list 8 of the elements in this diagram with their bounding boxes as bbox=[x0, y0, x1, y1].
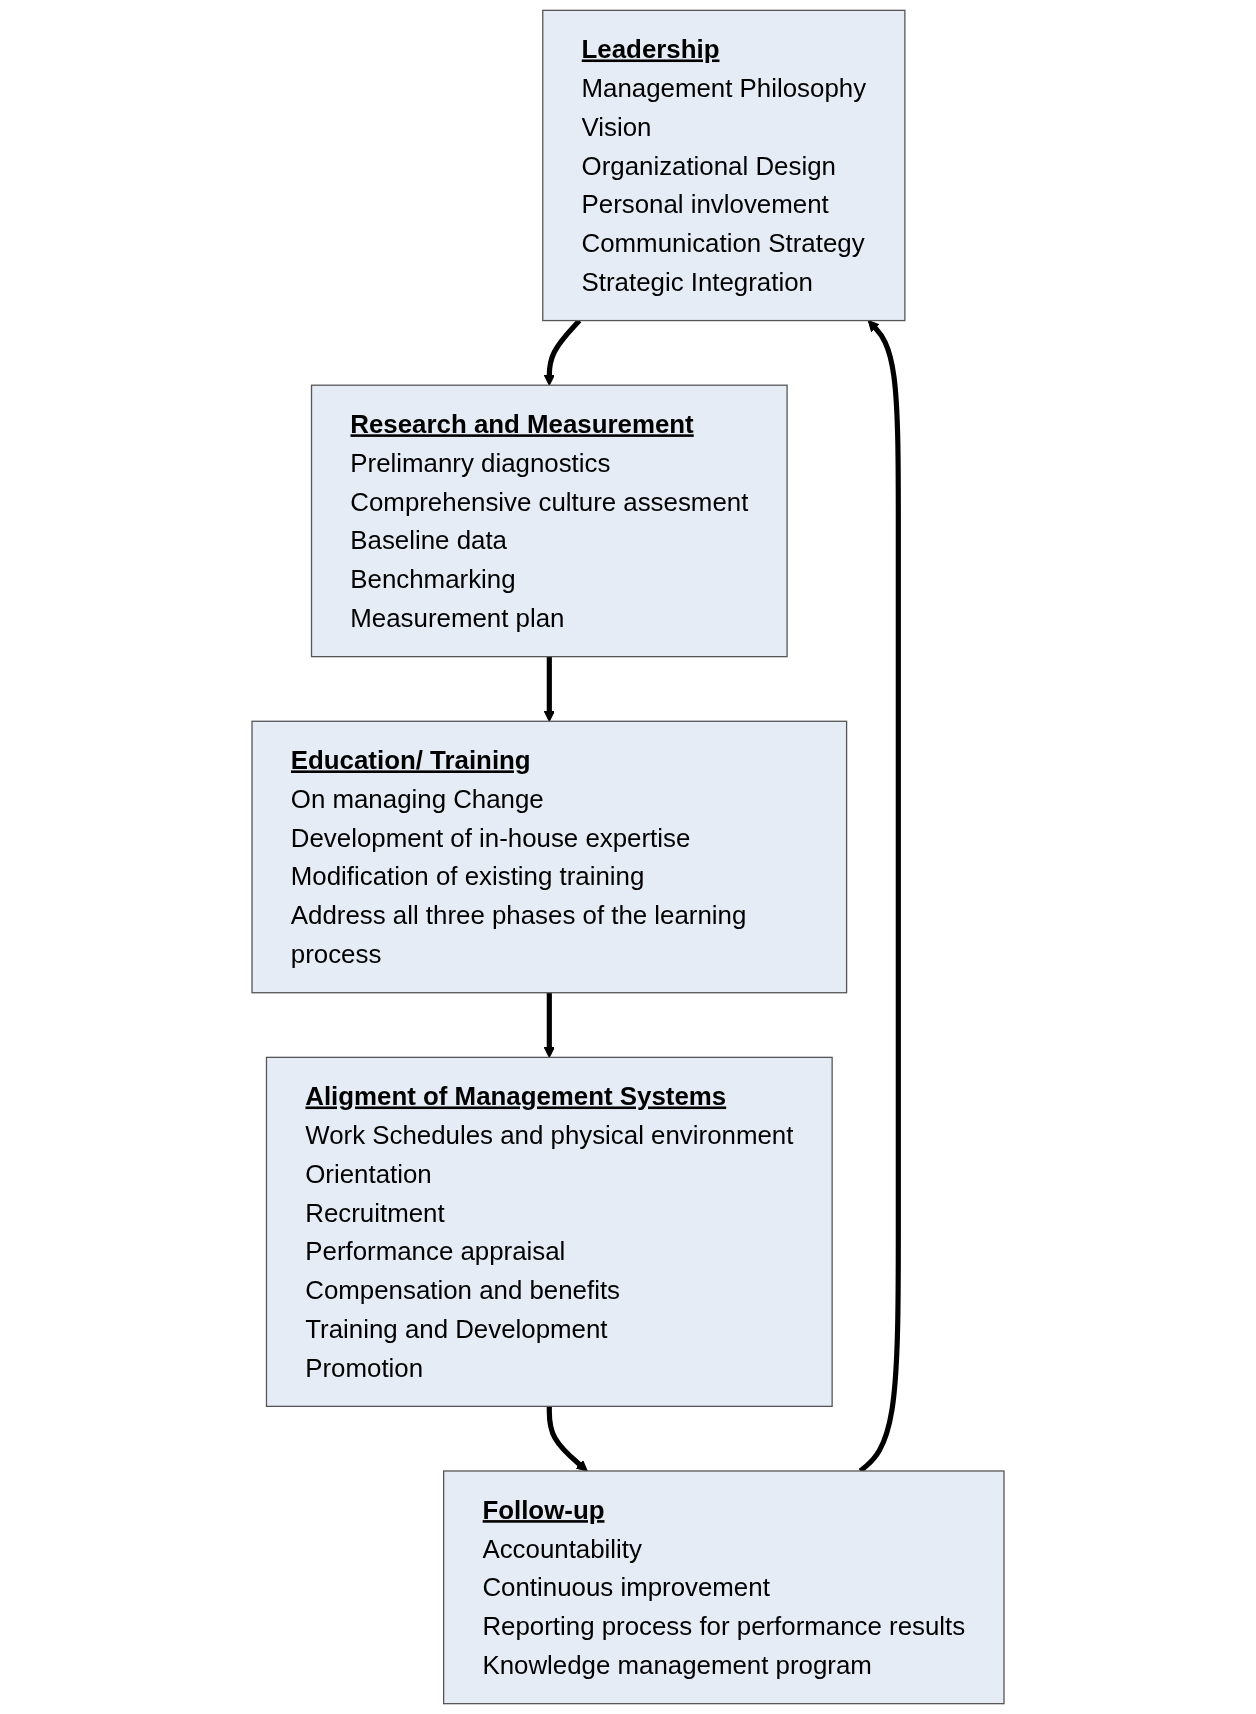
node-box: Leadership Management Philosophy Vision Organizational Design Personal invlovement Communication Strategy Strategic Integration bbox=[542, 9, 906, 322]
node-box: Aligment of Management Systems Work Schedules and physical environment Orientation Recruitment Performance appraisal Compensation and benefits Training and Development Promotion bbox=[265, 1056, 833, 1407]
node-box: Follow-up Accountability Continuous improvement Reporting process for performance results Knowledge management program bbox=[443, 1470, 1005, 1705]
node-box: Research and Measurement Prelimanry diagnostics Comprehensive culture assesment Baseline data Benchmarking Measurement plan bbox=[310, 384, 788, 658]
arrow bbox=[543, 656, 555, 722]
arrow bbox=[543, 992, 555, 1058]
node-box: Education/ Training On managing Change Development of in-house expertise Modification of existing training Address all three phases of the learning process bbox=[251, 720, 848, 994]
arrow bbox=[546, 1406, 588, 1472]
